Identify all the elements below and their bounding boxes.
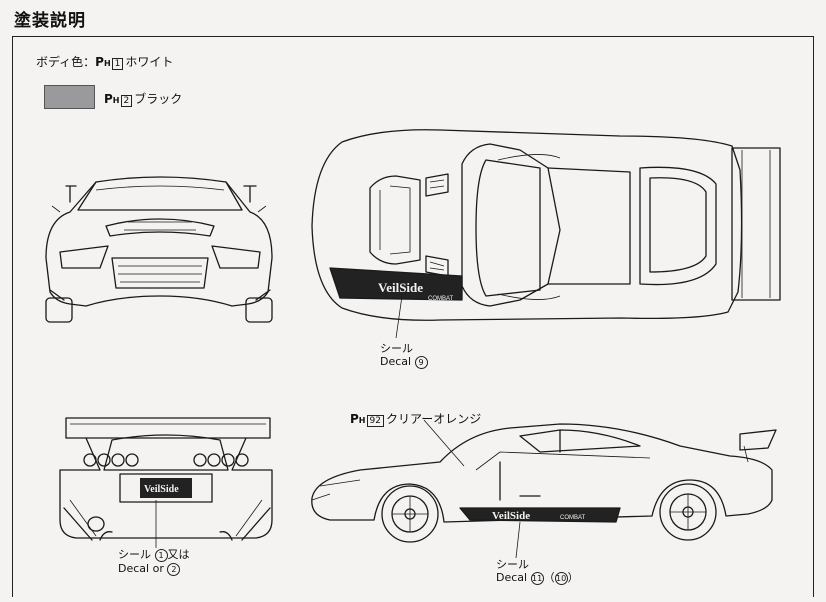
side-decal-text: VeilSide <box>492 510 530 522</box>
instruction-frame <box>12 36 814 597</box>
leader-line-top <box>395 295 403 339</box>
paint-code-box: 92 <box>366 415 384 427</box>
page-title: 塗装説明 <box>14 11 86 31</box>
side-decal-callout: シール Decal 11（10） <box>496 558 579 585</box>
decal-number: 11 <box>530 572 544 585</box>
callout-jp: シール <box>118 548 151 561</box>
ph-mark: PH <box>350 412 366 426</box>
callout-en: Decal <box>380 355 412 368</box>
side-decal-sub: COMBAT <box>560 515 586 521</box>
callout-jp: シール <box>380 342 413 355</box>
body-color-name: ホワイト <box>125 55 174 69</box>
rear-decal-text: VeilSide <box>144 484 179 495</box>
paint-code-box: 2 <box>120 95 133 107</box>
callout-en: Decal <box>118 562 150 575</box>
ph-mark: PH <box>104 92 120 106</box>
decal-brand-text: VeilSide <box>378 280 423 295</box>
decal-number: 2 <box>167 563 181 576</box>
paint-code-box: 1 <box>111 58 124 70</box>
callout-or-jp: 又は <box>167 548 190 561</box>
ph-mark: PH <box>95 55 111 69</box>
decal-sub-text: COMBAT <box>428 296 454 302</box>
body-color-label: ボディ色： <box>36 55 96 69</box>
top-view: VeilSide COMBAT <box>311 129 781 321</box>
decal-number: 9 <box>414 356 428 369</box>
callout-en: Decal <box>496 571 528 584</box>
callout-jp: シール <box>496 558 529 571</box>
black-color-swatch <box>44 85 95 109</box>
front-view <box>45 176 273 323</box>
rear-view: VeilSide <box>59 417 273 541</box>
decal-number: 1 <box>154 549 168 562</box>
leader-line-side <box>515 521 521 559</box>
callout-or-en: or <box>152 562 164 575</box>
top-decal-callout: シール Decal 9 <box>380 342 428 369</box>
decal-number: 10 <box>554 572 568 585</box>
clear-orange-name: クリアーオレンジ <box>385 412 482 426</box>
black-color-name: ブラック <box>134 92 183 106</box>
leader-line-orange <box>423 419 465 467</box>
side-view: VeilSide COMBAT <box>311 423 777 543</box>
